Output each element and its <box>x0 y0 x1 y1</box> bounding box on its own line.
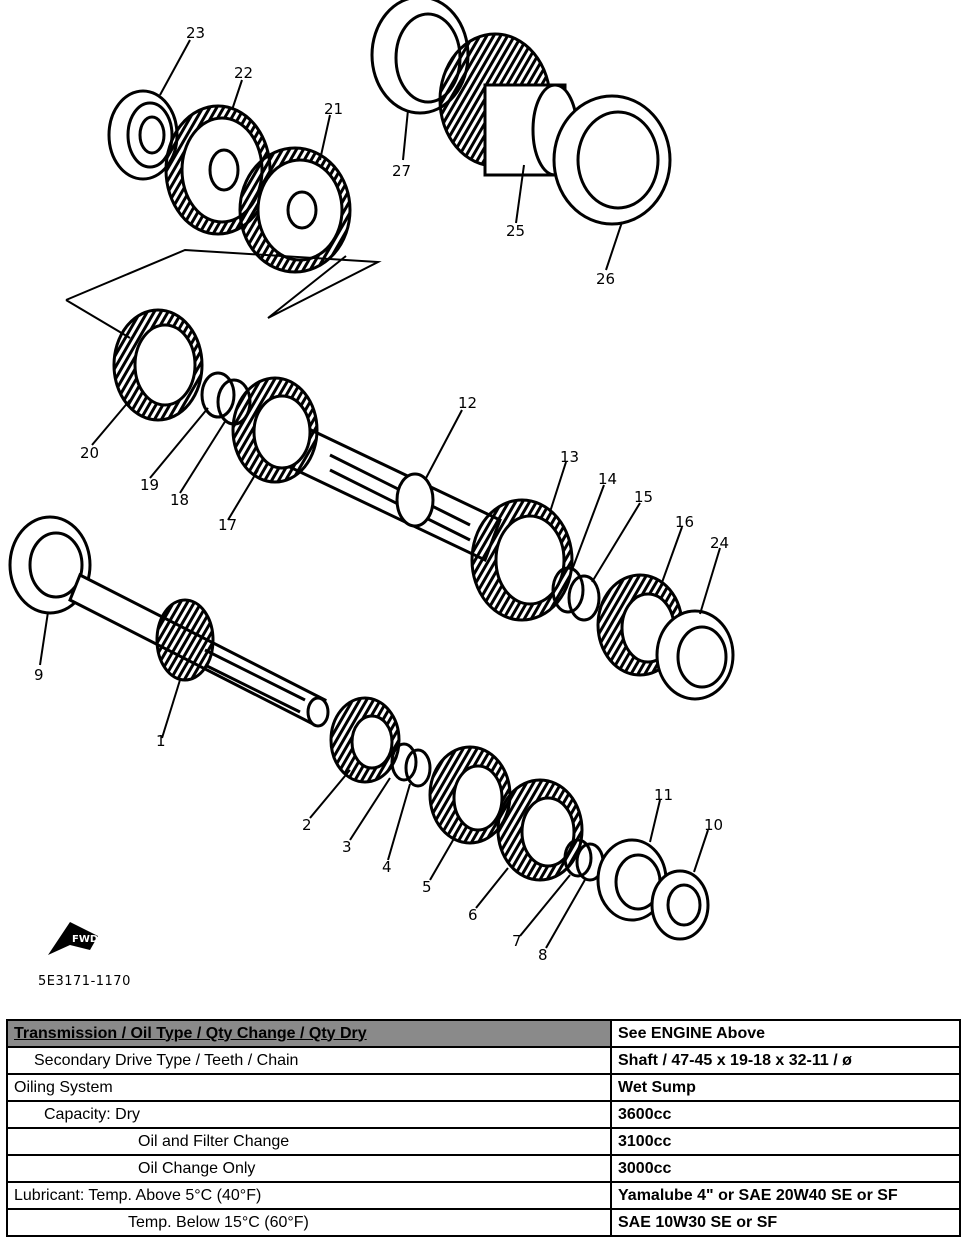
callout-7: 7 <box>512 932 522 950</box>
callout-14: 14 <box>598 470 617 488</box>
spec-value: SAE 10W30 SE or SF <box>610 1208 961 1237</box>
figure-code: 5E3171-1170 <box>38 974 131 989</box>
forward-arrow-label: FWD <box>72 934 98 945</box>
spec-row: Transmission / Oil Type / Qty Change / Q… <box>6 1019 961 1048</box>
part-26-bearing <box>552 94 672 226</box>
callout-20: 20 <box>80 444 99 462</box>
callout-23: 23 <box>186 24 205 42</box>
spec-label: Transmission / Oil Type / Qty Change / Q… <box>6 1019 612 1048</box>
spec-label: Oil Change Only <box>6 1154 612 1183</box>
spec-value: Wet Sump <box>610 1073 961 1102</box>
callout-1: 1 <box>156 732 166 750</box>
spec-row: Temp. Below 15°C (60°F) SAE 10W30 SE or … <box>6 1208 961 1237</box>
spec-row: Secondary Drive Type / Teeth / Chain Sha… <box>6 1046 961 1075</box>
spec-value: Yamalube 4" or SAE 20W40 SE or SF <box>610 1181 961 1210</box>
callout-24: 24 <box>710 534 729 552</box>
spec-value: 3600cc <box>610 1100 961 1129</box>
callout-25: 25 <box>506 222 525 240</box>
assembly-bracket <box>65 248 382 339</box>
leader-lines <box>39 39 721 949</box>
spec-label: Capacity: Dry <box>6 1100 612 1129</box>
callout-17: 17 <box>218 516 237 534</box>
callout-10: 10 <box>704 816 723 834</box>
part-21-gear <box>238 146 352 274</box>
part-9-bearing <box>8 515 92 615</box>
spec-label: Oil and Filter Change <box>6 1127 612 1156</box>
spec-value: Shaft / 47-45 x 19-18 x 32-11 / ø <box>610 1046 961 1075</box>
callout-15: 15 <box>634 488 653 506</box>
part-24-bearing <box>655 609 735 701</box>
spec-row: Oil Change Only 3000cc <box>6 1154 961 1183</box>
callout-6: 6 <box>468 906 478 924</box>
callout-5: 5 <box>422 878 432 896</box>
callout-19: 19 <box>140 476 159 494</box>
callout-21: 21 <box>324 100 343 118</box>
part-13-gear <box>470 498 574 622</box>
callout-9: 9 <box>34 666 44 684</box>
callout-labels: 23 22 21 27 25 26 20 19 18 17 12 13 14 1… <box>34 24 729 964</box>
part-17-gear <box>231 376 319 484</box>
part-3-4-rings <box>390 742 432 788</box>
spec-label: Secondary Drive Type / Teeth / Chain <box>6 1046 612 1075</box>
transmission-exploded-diagram: FWD 23 22 21 27 25 26 <box>8 0 735 964</box>
spec-label: Lubricant: Temp. Above 5°C (40°F) <box>6 1181 612 1210</box>
callout-13: 13 <box>560 448 579 466</box>
callout-27: 27 <box>392 162 411 180</box>
spec-label: Oiling System <box>6 1073 612 1102</box>
part-1-shaft <box>68 572 330 728</box>
part-25-gear <box>438 32 579 177</box>
part-23-bearing <box>107 89 179 181</box>
spec-value: 3100cc <box>610 1127 961 1156</box>
part-2-gear <box>329 696 401 784</box>
callout-4: 4 <box>382 858 392 876</box>
part-6-gear <box>496 778 584 882</box>
spec-value: See ENGINE Above <box>610 1019 961 1048</box>
callout-26: 26 <box>596 270 615 288</box>
part-14-15-rings <box>551 566 601 622</box>
spec-row: Oil and Filter Change 3100cc <box>6 1127 961 1156</box>
callout-18: 18 <box>170 491 189 509</box>
spec-row: Capacity: Dry 3600cc <box>6 1100 961 1129</box>
part-5-gear <box>428 745 512 845</box>
spec-value: 3000cc <box>610 1154 961 1183</box>
spec-row: Oiling System Wet Sump <box>6 1073 961 1102</box>
callout-16: 16 <box>675 513 694 531</box>
part-10-seal <box>650 869 710 941</box>
forward-arrow-icon: FWD <box>48 922 98 955</box>
spec-label: Temp. Below 15°C (60°F) <box>6 1208 612 1237</box>
spec-row: Lubricant: Temp. Above 5°C (40°F) Yamalu… <box>6 1181 961 1210</box>
spec-table: Transmission / Oil Type / Qty Change / Q… <box>6 1019 961 1237</box>
callout-8: 8 <box>538 946 548 964</box>
part-20-gear <box>112 308 204 422</box>
callout-2: 2 <box>302 816 312 834</box>
callout-3: 3 <box>342 838 352 856</box>
callout-22: 22 <box>234 64 253 82</box>
callout-12: 12 <box>458 394 477 412</box>
callout-11: 11 <box>654 786 673 804</box>
